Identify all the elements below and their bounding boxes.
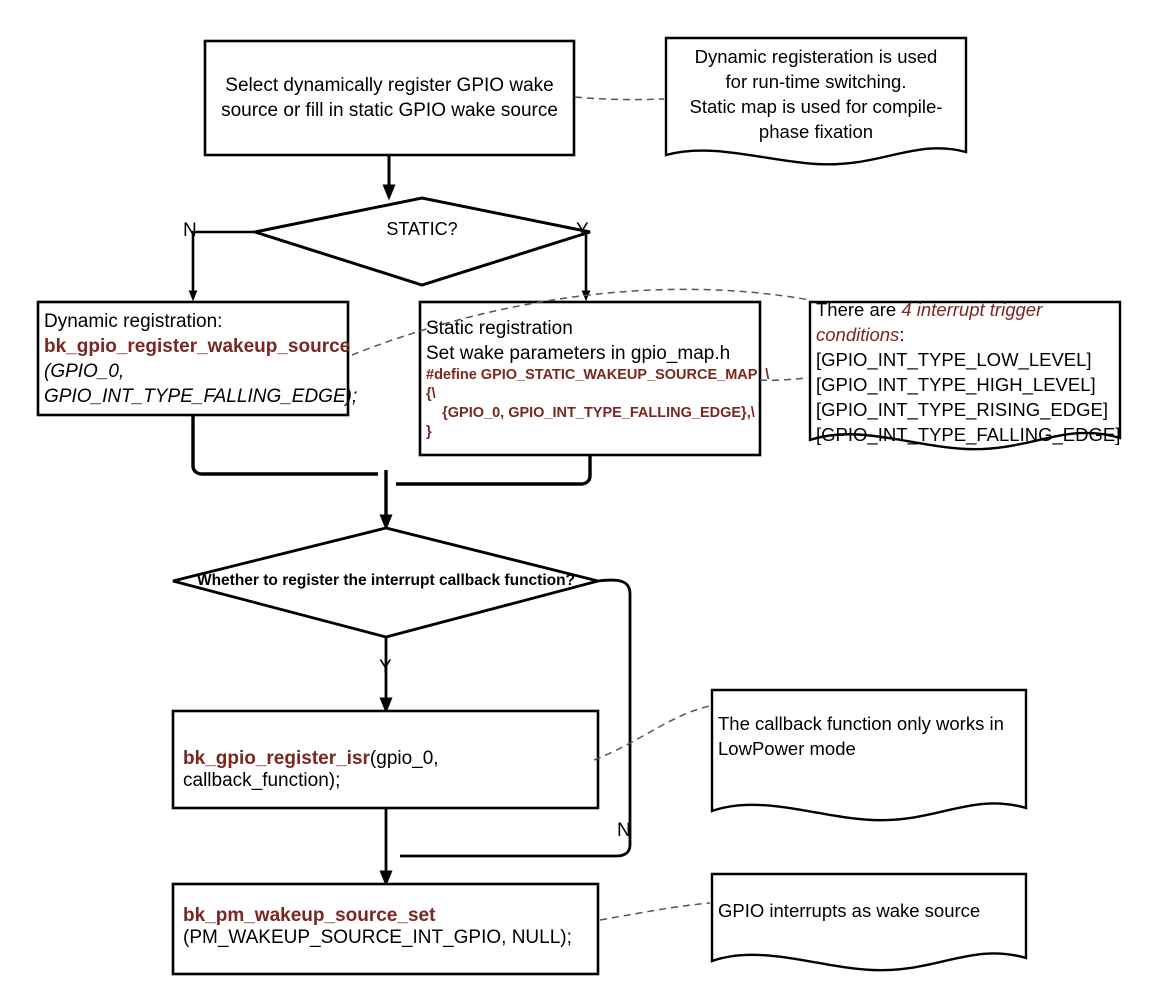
edge-callback-no bbox=[400, 578, 632, 858]
decision-static-label: STATIC? bbox=[386, 219, 458, 239]
note-triggers-item-0: [GPIO_INT_TYPE_LOW_LEVEL] bbox=[816, 349, 1092, 370]
note-triggers-item-3: [GPIO_INT_TYPE_FALLING_EDGE] bbox=[816, 424, 1121, 445]
note-triggers-lead-end: : bbox=[899, 324, 905, 345]
dynamic-box-line1: Dynamic registration: bbox=[44, 310, 223, 332]
note-wakeup: GPIO interrupts as wake source bbox=[718, 898, 1018, 923]
note-triggers-emphasis: 4 interrupt trigger conditions bbox=[816, 299, 1043, 345]
edge-static-merge bbox=[396, 455, 592, 486]
dynamic-box-arg2: GPIO_INT_TYPE_FALLING_EDGE); bbox=[44, 385, 358, 407]
start-box-line1: Select dynamically register GPIO wake bbox=[225, 75, 554, 96]
note-triggers: There are 4 interrupt trigger conditions… bbox=[816, 299, 1120, 445]
note-top-line1: Dynamic registeration is used bbox=[694, 46, 938, 67]
note-wakeup-line1: GPIO interrupts as wake source bbox=[718, 900, 981, 921]
start-box: Select dynamically register GPIO wake so… bbox=[210, 46, 569, 150]
note-triggers-item-2: [GPIO_INT_TYPE_RISING_EDGE] bbox=[816, 399, 1108, 420]
static-box-line2: Set wake parameters in gpio_map.h bbox=[426, 343, 731, 364]
note-callback-line2: LowPower mode bbox=[718, 738, 856, 759]
static-box-code2: {\ bbox=[426, 386, 436, 402]
wakeup-box-args: (PM_WAKEUP_SOURCE_INT_GPIO, NULL); bbox=[183, 927, 572, 948]
branch-label-callback-no: N bbox=[617, 820, 631, 841]
isr-box-function: bk_gpio_register_isr bbox=[183, 748, 370, 769]
wakeup-box-function: bk_pm_wakeup_source_set bbox=[183, 905, 436, 926]
dynamic-box-function: bk_gpio_register_wakeup_source bbox=[44, 335, 351, 357]
static-box-code1: #define GPIO_STATIC_WAKEUP_SOURCE_MAP \ bbox=[426, 367, 770, 383]
note-triggers-item-1: [GPIO_INT_TYPE_HIGH_LEVEL] bbox=[816, 374, 1096, 395]
leader-wakeup-to-note bbox=[599, 902, 711, 921]
dynamic-box: Dynamic registration: bk_gpio_register_w… bbox=[44, 306, 358, 411]
note-callback: The callback function only works in LowP… bbox=[718, 706, 1018, 766]
start-box-line2: source or fill in static GPIO wake sourc… bbox=[221, 100, 558, 121]
note-top-line4: phase fixation bbox=[758, 121, 874, 142]
branch-label-callback-yes: Y bbox=[379, 657, 392, 678]
wakeup-box: bk_pm_wakeup_source_set (PM_WAKEUP_SOURC… bbox=[183, 896, 591, 958]
leader-start-to-note bbox=[574, 96, 665, 101]
branch-label-static-no: N bbox=[183, 220, 197, 241]
note-top-line3: Static map is used for compile- bbox=[689, 96, 943, 117]
note-top: Dynamic registeration is used for run-ti… bbox=[670, 42, 962, 146]
leader-isr-to-note bbox=[593, 705, 711, 761]
edge-static-no bbox=[188, 230, 255, 302]
edge-dynamic-merge bbox=[191, 415, 378, 476]
static-box-line1: Static registration bbox=[426, 318, 573, 339]
decision-callback-label: Whether to register the interrupt callba… bbox=[196, 572, 576, 589]
static-box-code3: {GPIO_0, GPIO_INT_TYPE_FALLING_EDGE},\ bbox=[426, 405, 755, 421]
branch-label-static-yes: Y bbox=[576, 220, 589, 241]
note-top-line2: for run-time switching. bbox=[725, 71, 907, 92]
decision-static-shape bbox=[249, 196, 591, 287]
static-box: Static registration Set wake parameters … bbox=[426, 306, 770, 452]
note-triggers-headline: There are 4 interrupt trigger conditions… bbox=[816, 297, 1116, 347]
note-callback-line1: The callback function only works in bbox=[718, 713, 1004, 734]
isr-box-args: (gpio_0, callback_function); bbox=[183, 748, 439, 791]
note-triggers-lead: There are bbox=[816, 299, 902, 320]
static-box-code4: } bbox=[426, 424, 432, 440]
isr-box: bk_gpio_register_isr(gpio_0, callback_fu… bbox=[183, 748, 591, 792]
dynamic-box-arg1: (GPIO_0, bbox=[44, 360, 125, 382]
